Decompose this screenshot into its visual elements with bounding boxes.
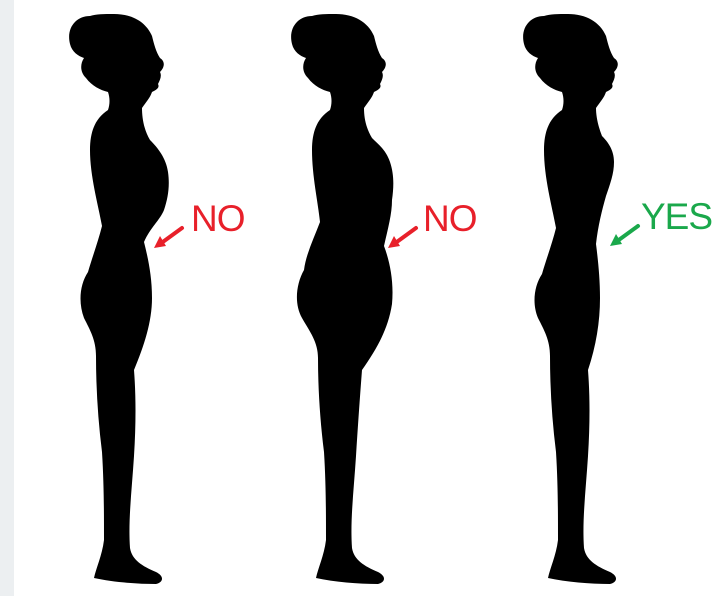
arrow-middle-figure-icon: [386, 224, 420, 255]
verdict-label-middle: NO: [423, 200, 477, 237]
figure-left: [56, 0, 196, 596]
arrow-right-figure-icon: [608, 222, 642, 253]
image-panel: NO NO YES: [14, 0, 723, 596]
woman-profile-silhouette-icon: [510, 0, 650, 596]
arrow-left-figure-icon: [152, 224, 186, 255]
woman-profile-silhouette-icon: [56, 0, 196, 596]
verdict-label-left: NO: [191, 200, 245, 237]
verdict-label-right: YES: [641, 198, 712, 235]
woman-profile-silhouette-icon: [278, 0, 418, 596]
figure-middle: [278, 0, 418, 596]
figure-right: [510, 0, 650, 596]
